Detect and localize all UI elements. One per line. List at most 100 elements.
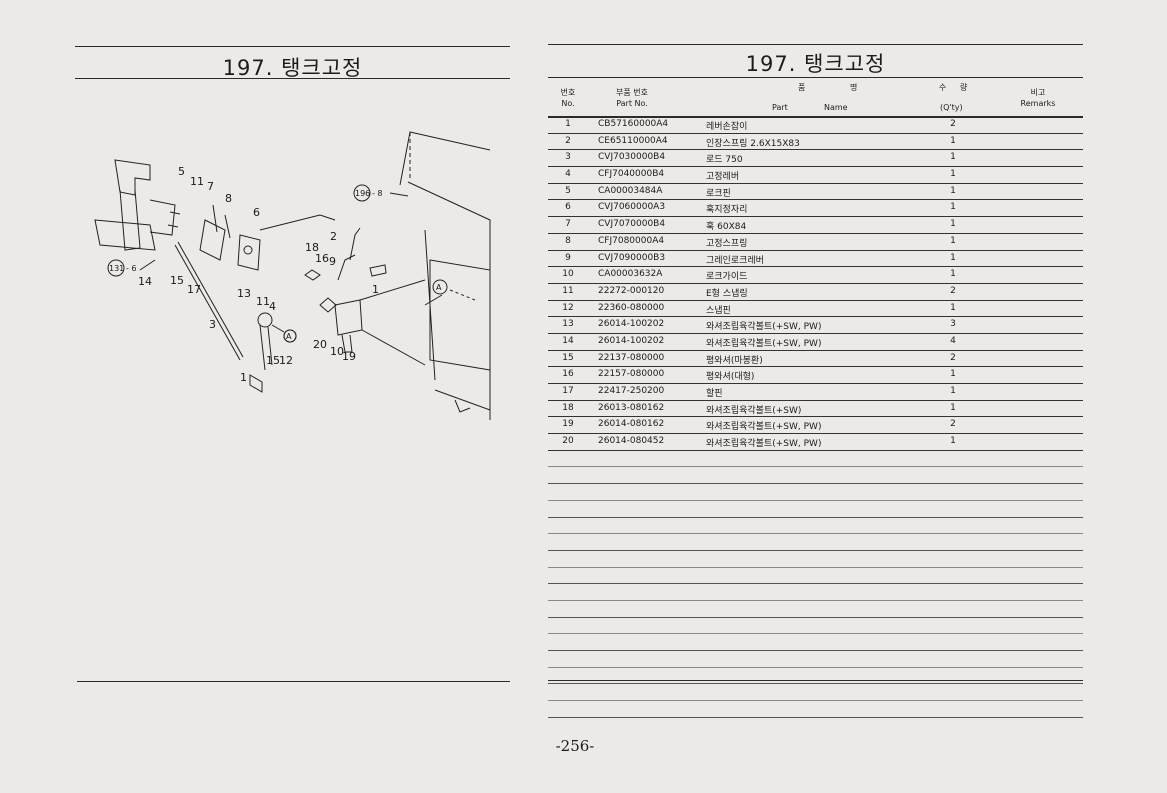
label-3: 3 [209, 318, 216, 331]
part-quantity: 1 [950, 235, 956, 246]
label-13: 13 [237, 287, 251, 300]
part-code: CFJ7080000A4 [598, 235, 665, 246]
label-4: 4 [269, 300, 276, 313]
header-part-no-ko: 부품 번호 [616, 88, 648, 97]
header-qty-en: (Q'ty) [940, 103, 963, 112]
part-quantity: 1 [950, 169, 956, 180]
table-row: 7 CVJ7070000B4 훅 60X84 1 [548, 217, 1083, 234]
header-remarks: 비고 Remarks [1018, 87, 1058, 109]
part-number-index: 15 [562, 352, 574, 363]
part-quantity: 2 [950, 419, 956, 430]
part-code: CVJ7030000B4 [598, 152, 666, 163]
header-qty-ko-1: 수 [939, 83, 947, 92]
right-page-title: 197. 탱크고정 [745, 52, 886, 76]
part-name: 훅 60X84 [706, 222, 747, 233]
part-code: CVJ7060000A3 [598, 202, 666, 213]
blank-row [548, 651, 1083, 668]
part-code: CVJ7070000B4 [598, 219, 666, 230]
part-number-index: 18 [562, 402, 574, 413]
blank-row [548, 634, 1083, 651]
part-number-index: 6 [565, 202, 571, 213]
blank-row [548, 451, 1083, 468]
part-code: 22417-250200 [598, 386, 665, 396]
label-15a: 15 [170, 274, 184, 287]
part-code: CA00003632A [598, 269, 663, 280]
part-name: 평와셔(대형) [706, 372, 755, 383]
part-number-index: 16 [562, 369, 574, 380]
part-number-index: 12 [562, 302, 574, 313]
part-name: 평와셔(마봉환) [706, 355, 763, 366]
header-name-ko-2: 명 [850, 83, 858, 92]
blank-row [548, 518, 1083, 535]
part-name: 로크핀 [706, 188, 731, 199]
parts-diagram: 5 11 7 8 6 2 18 16 9 1 14 15 17 13 11 4 … [94, 131, 491, 420]
header-qty-ko-2: 량 [960, 83, 968, 92]
ref-a-right: A [436, 283, 442, 292]
part-quantity: 1 [950, 252, 956, 263]
part-code: 22157-080000 [598, 369, 665, 380]
part-name: 그레인로크레버 [706, 255, 764, 266]
part-quantity: 1 [950, 219, 956, 230]
ref-196-suffix: - 8 [372, 189, 383, 198]
part-name: 로드 750 [706, 155, 743, 166]
part-code: CFJ7040000B4 [598, 169, 665, 180]
part-number-index: 3 [565, 152, 571, 163]
label-1b: 1 [372, 283, 379, 296]
blank-row [548, 618, 1083, 635]
part-name: 와셔조립육각볼트(+SW, PW) [706, 439, 822, 450]
part-number-index: 2 [565, 135, 571, 146]
part-code: 26014-080452 [598, 436, 665, 447]
label-15b: 15 [266, 354, 280, 367]
label-10: 10 [330, 345, 344, 358]
part-name: 로크가이드 [706, 272, 748, 283]
part-code: 26014-080162 [598, 419, 665, 430]
part-code: 26014-100202 [598, 319, 665, 330]
ref-196: 196 [355, 189, 370, 198]
header-name-en-2: Name [824, 103, 848, 112]
part-number-index: 14 [562, 335, 574, 346]
part-quantity: 1 [950, 402, 956, 413]
part-number-index: 11 [562, 285, 574, 296]
part-name: 와셔조립육각볼트(+SW) [706, 405, 802, 416]
label-9: 9 [329, 255, 336, 268]
part-quantity: 2 [950, 119, 956, 129]
header-part-no-en: Part No. [616, 99, 648, 108]
part-number-index: 1 [565, 119, 571, 129]
header-name-en-1: Part [772, 103, 788, 112]
label-11a: 11 [190, 175, 204, 188]
header-remarks-en: Remarks [1020, 99, 1056, 108]
ref-131-suffix: - 6 [126, 264, 137, 273]
blank-row [548, 534, 1083, 551]
header-no-en: No. [561, 99, 575, 108]
right-title-top-rule [548, 44, 1083, 45]
part-number-index: 7 [565, 219, 571, 230]
part-code: 26013-080162 [598, 402, 665, 413]
part-name: E형 스냅링 [706, 288, 748, 299]
header-no: 번호 No. [555, 87, 581, 109]
label-12: 12 [279, 354, 293, 367]
part-code: CVJ7090000B3 [598, 252, 666, 263]
blank-row [548, 601, 1083, 618]
header-name-ko-1: 품 [798, 83, 806, 92]
part-number-index: 20 [562, 436, 574, 447]
part-quantity: 1 [950, 436, 956, 447]
part-name: 와셔조립육각볼트(+SW, PW) [706, 322, 822, 333]
blank-row [548, 584, 1083, 601]
part-name: 인장스프링 2.6X15X83 [706, 138, 800, 149]
part-code: CA00003484A [598, 185, 663, 196]
blank-row [548, 501, 1083, 518]
label-16: 16 [315, 252, 329, 265]
left-bottom-rule [77, 681, 510, 682]
